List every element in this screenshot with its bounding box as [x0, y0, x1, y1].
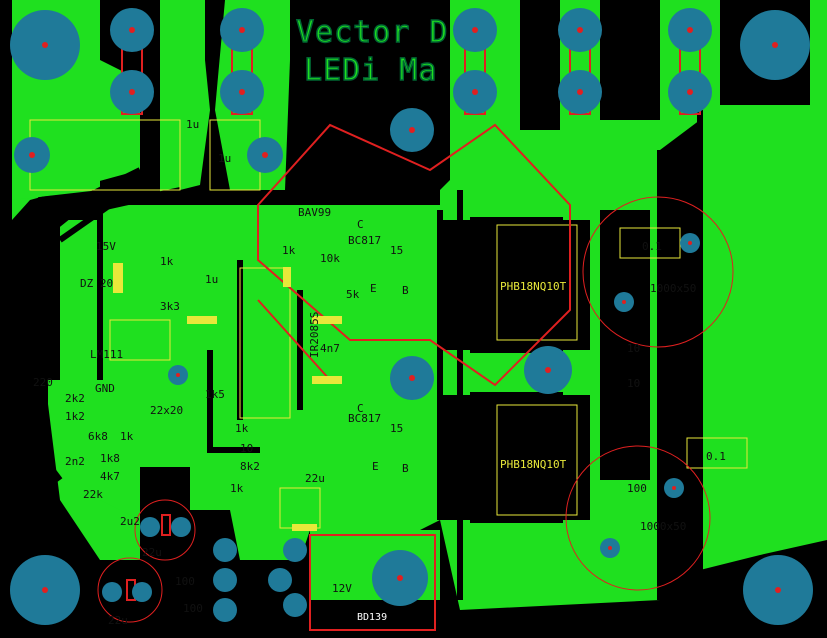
label-r15-a: 15 [390, 244, 403, 257]
label-r100-b: 100 [183, 602, 203, 615]
label-c22u-b: 22u [108, 614, 128, 627]
label-c-top: C [357, 218, 364, 231]
label-r1k8: 1k8 [100, 452, 120, 465]
label-b-bot: B [402, 462, 409, 475]
label-gnd: GND [95, 382, 115, 395]
label-r10k: 10k [320, 252, 340, 265]
label-15v: 15V [96, 240, 116, 253]
label-r2n2: 2n2 [65, 455, 85, 468]
label-dz: DZ 20 [80, 277, 113, 290]
label-e-bot: E [372, 460, 379, 473]
label-r1k-c: 1k [230, 482, 244, 495]
label-r1k5: 1k5 [205, 388, 225, 401]
label-cap-1u-a: 1u [186, 118, 199, 131]
label-r2k2: 2k2 [65, 392, 85, 405]
label-12v: 12V [332, 582, 352, 595]
label-r10-c: 10 [627, 377, 640, 390]
label-lm111: LM111 [90, 348, 123, 361]
label-bc817-a: BC817 [348, 234, 381, 247]
label-e-top: E [370, 282, 377, 295]
label-r4k7: 4k7 [100, 470, 120, 483]
label-mosfet-a: PHB18NQ10T [500, 280, 567, 293]
label-r6k8: 6k8 [88, 430, 108, 443]
label-res-01-a: 0.1 [642, 240, 662, 253]
label-bd139: BD139 [357, 612, 387, 623]
label-c22x20: 22x20 [150, 404, 183, 417]
label-r100-a: 100 [627, 482, 647, 495]
label-cap-1u-b: 1u [218, 152, 231, 165]
smd-pads [113, 263, 342, 531]
label-r1k2: 1k2 [65, 410, 85, 423]
label-r22k: 22k [83, 488, 103, 501]
label-ic-ir: IR2085S [308, 312, 321, 358]
label-r8k2: 8k2 [240, 460, 260, 473]
label-r10-b: 10 [627, 342, 640, 355]
label-r1k-b: 1k [235, 422, 249, 435]
label-mosfet-b: PHB18NQ10T [500, 458, 567, 471]
label-r100-c: 100 [175, 575, 195, 588]
component-labels: 1u 1u 1u BAV99 BC817 BC817 10k 15 15 5k … [33, 118, 726, 627]
label-bc817-b: BC817 [348, 412, 381, 425]
label-r15-b: 15 [390, 422, 403, 435]
label-bav99: BAV99 [298, 206, 331, 219]
label-r1k-a: 1k [282, 244, 296, 257]
drill-layer [29, 27, 781, 593]
label-c22u-a: 22u [142, 546, 162, 559]
label-cap-1u-c: 1u [205, 273, 218, 286]
label-c-bot: C [357, 402, 364, 415]
title-line1: Vector D [296, 15, 449, 50]
title-line2: LEDi Ma [304, 53, 437, 88]
label-b-top: B [402, 284, 409, 297]
label-r1k-d: 1k [160, 255, 174, 268]
label-c4n7: 4n7 [320, 342, 340, 355]
label-cap-1000-b: 1000x50 [640, 520, 686, 533]
label-res-01-b: 0.1 [706, 450, 726, 463]
label-r1k-e: 1k [120, 430, 134, 443]
label-c220: 220 [33, 376, 53, 389]
label-r3k3: 3k3 [160, 300, 180, 313]
label-c22x20-b: 22u [305, 472, 325, 485]
label-r5k: 5k [346, 288, 360, 301]
label-r10-a: 10 [240, 442, 253, 455]
label-cap-1000-a: 1000x50 [650, 282, 696, 295]
label-c2u2: 2u2 [120, 515, 140, 528]
